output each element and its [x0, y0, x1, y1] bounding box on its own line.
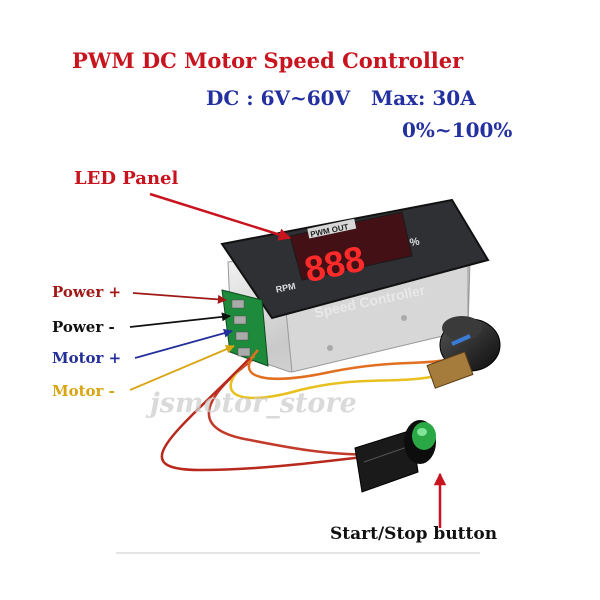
- led-panel-arrow: [149, 192, 292, 241]
- power-minus-arrow: [129, 312, 231, 328]
- rpm-label: RPM: [275, 281, 297, 295]
- motor-plus-label: Motor +: [52, 349, 122, 367]
- wires: [160, 349, 446, 472]
- callout-arrows: [129, 192, 447, 528]
- power-minus-label: Power -: [52, 318, 115, 336]
- terminal-block: [221, 289, 269, 367]
- led-panel-label: LED Panel: [74, 168, 179, 189]
- watermark: jsmotor_store: [150, 388, 357, 419]
- spec-range: 0%~100%: [402, 118, 513, 142]
- led-front-panel: [220, 198, 490, 320]
- motor-minus-label: Motor -: [52, 382, 115, 400]
- spec-voltage-current: DC : 6V~60V Max: 30A: [206, 86, 476, 110]
- motor-plus-arrow: [134, 328, 233, 359]
- power-plus-arrow: [132, 292, 227, 304]
- percent-sign: %: [409, 235, 421, 249]
- start-stop-button-icon: [354, 420, 436, 493]
- start-stop-label: Start/Stop button: [330, 524, 498, 544]
- page-title: PWM DC Motor Speed Controller: [72, 48, 464, 73]
- power-plus-label: Power +: [52, 283, 122, 301]
- motor-minus-arrow: [129, 345, 235, 391]
- speed-knob-icon: [426, 316, 501, 389]
- pwm-out-label-box: [307, 218, 357, 239]
